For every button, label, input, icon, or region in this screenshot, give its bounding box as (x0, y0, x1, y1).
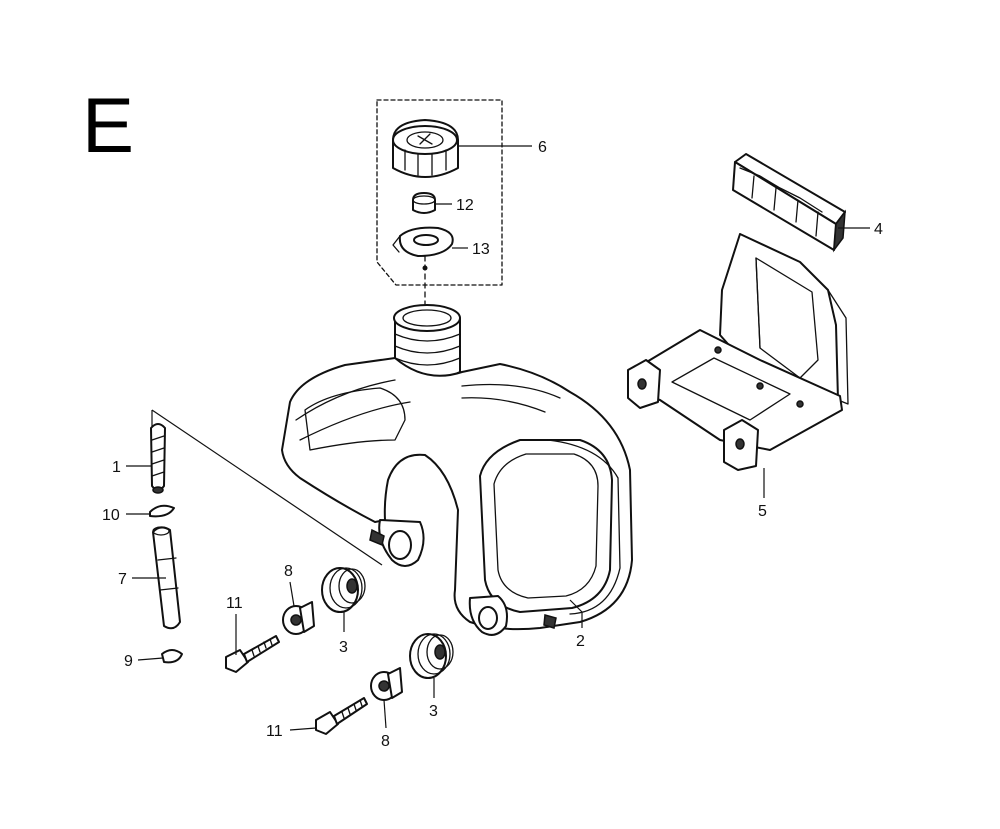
bolt-upper (225, 635, 280, 673)
callout-13: 13 (472, 241, 490, 258)
section-letter: E (82, 81, 134, 169)
hose-clip-upper (149, 504, 175, 518)
leader-lines (126, 145, 870, 731)
fuel-tube (152, 526, 181, 630)
grommet-lower (409, 633, 454, 679)
fuel-cap (392, 119, 459, 178)
grommet-upper (321, 567, 366, 613)
fuel-strainer (150, 423, 166, 494)
callout-2: 2 (576, 633, 585, 650)
hose-clip-lower (161, 649, 183, 664)
callout-5: 5 (758, 503, 767, 520)
fuel-cap-group (376, 99, 503, 331)
callout-8-upper: 8 (284, 563, 293, 580)
tank-bracket (627, 233, 849, 471)
callout-12: 12 (456, 197, 474, 214)
callout-3-lower: 3 (429, 703, 438, 720)
callout-11-upper: 11 (226, 595, 243, 612)
fuel-tank (281, 304, 633, 636)
callout-11-lower: 11 (266, 723, 283, 740)
callout-10: 10 (102, 507, 120, 524)
collar-upper (282, 601, 315, 635)
callout-7: 7 (118, 571, 127, 588)
cap-gasket (412, 192, 436, 214)
collar-lower (370, 667, 403, 701)
cap-tether (392, 226, 454, 257)
callout-8-lower: 8 (381, 733, 390, 750)
rubber-pad (732, 153, 846, 253)
callout-1: 1 (112, 459, 121, 476)
callout-numbers: 6 12 13 4 5 2 1 10 7 9 11 8 3 11 8 3 (102, 139, 883, 750)
callout-6: 6 (538, 139, 547, 156)
callout-3-upper: 3 (339, 639, 348, 656)
callout-9: 9 (124, 653, 133, 670)
callout-4: 4 (874, 221, 883, 238)
bolt-lower (315, 697, 368, 735)
cap-group-box (376, 99, 503, 286)
